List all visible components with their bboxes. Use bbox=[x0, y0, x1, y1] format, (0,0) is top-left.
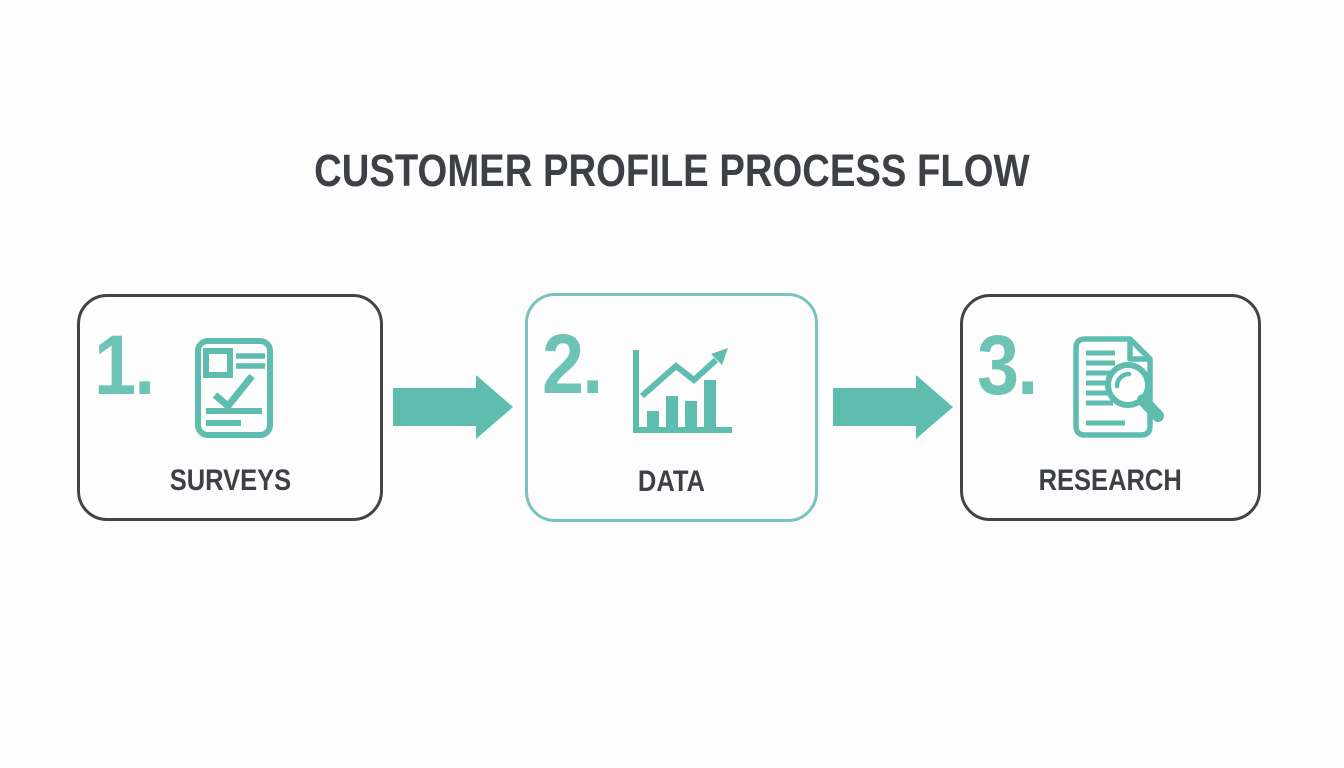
bar-chart-growth-icon bbox=[633, 348, 732, 433]
step-label-wrap: RESEARCH bbox=[963, 466, 1258, 496]
step-card-research: 3. RESEARCH bbox=[960, 294, 1261, 521]
step-label: DATA bbox=[637, 465, 706, 498]
step-card-data: 2. DATA bbox=[525, 293, 818, 522]
page-title: CUSTOMER PROFILE PROCESS FLOW bbox=[0, 148, 1344, 193]
step-label: RESEARCH bbox=[1038, 464, 1183, 497]
page-title-text: CUSTOMER PROFILE PROCESS FLOW bbox=[314, 145, 1030, 196]
step-number: 2. bbox=[542, 317, 603, 411]
step-label-wrap: DATA bbox=[528, 467, 815, 497]
survey-checklist-icon bbox=[195, 338, 273, 438]
right-arrow-icon bbox=[833, 375, 953, 439]
step-number: 1. bbox=[94, 318, 155, 412]
right-arrow-icon bbox=[393, 375, 513, 439]
step-number: 3. bbox=[977, 318, 1038, 412]
step-card-surveys: 1. SURVEYS bbox=[77, 294, 383, 521]
document-magnifier-icon bbox=[1073, 336, 1164, 438]
step-label: SURVEYS bbox=[169, 464, 291, 497]
step-label-wrap: SURVEYS bbox=[80, 466, 380, 496]
